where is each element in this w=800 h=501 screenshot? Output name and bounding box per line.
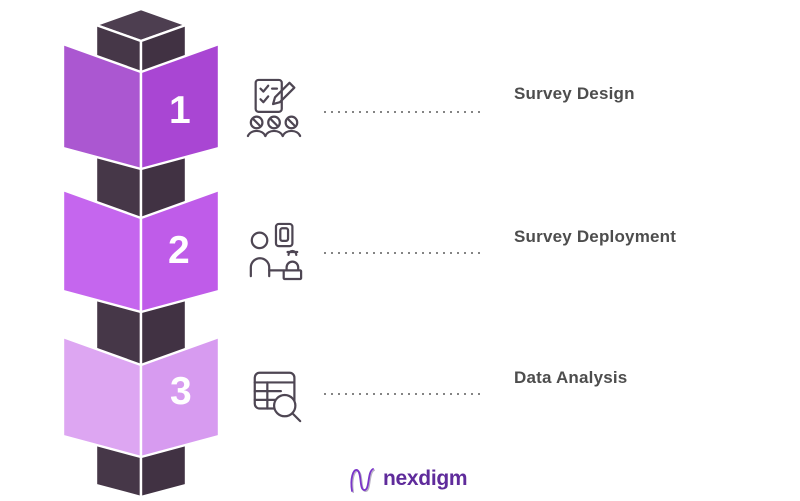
dotted-line-1 [324, 111, 480, 113]
step-number-3: 3 [170, 370, 192, 413]
step-label-3: Data Analysis [514, 368, 628, 387]
step-label-1: Survey Design [514, 84, 635, 103]
step-number-2: 2 [168, 229, 190, 272]
cube-stack: 1 2 3 [61, 7, 221, 499]
nexdigm-n-icon [350, 468, 376, 494]
step-cube-3 [61, 335, 221, 459]
step-label-2: Survey Deployment [514, 227, 677, 246]
step-number-1: 1 [169, 89, 191, 132]
step-cube-1 [61, 42, 221, 171]
step-cube-2 [61, 188, 221, 314]
dotted-line-2 [324, 252, 480, 254]
data-analysis-icon [253, 371, 302, 423]
survey-deployment-icon [249, 222, 303, 281]
survey-design-icon [246, 78, 302, 138]
nexdigm-logo-text: nexdigm [383, 467, 468, 490]
dotted-line-3 [324, 393, 480, 395]
nexdigm-logo: nexdigm [347, 463, 468, 495]
